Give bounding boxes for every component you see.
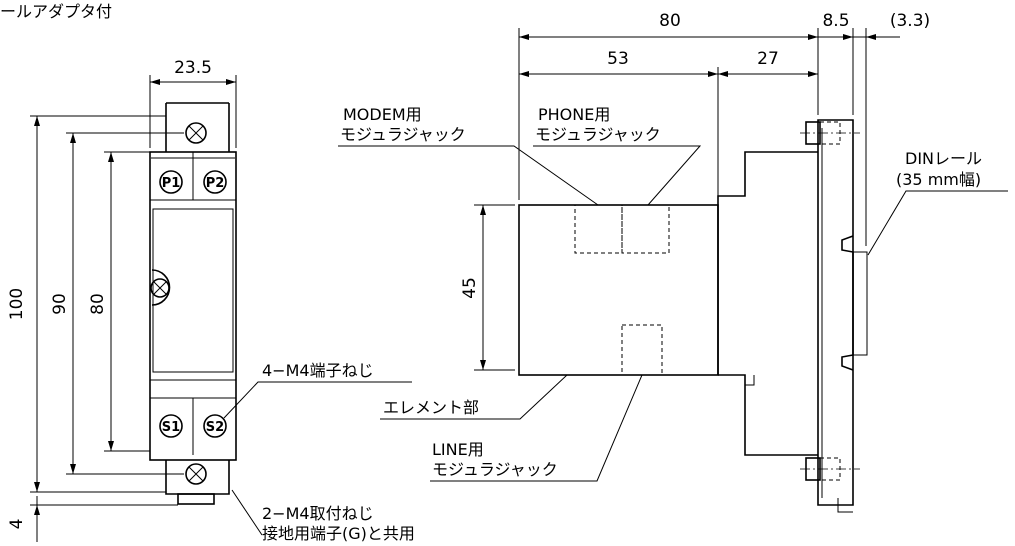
label-element: エレメント部 <box>383 398 479 417</box>
dim-53-value: 53 <box>607 49 629 69</box>
modem-jack-hidden <box>574 204 623 254</box>
dim-53-27-lines <box>519 67 818 200</box>
leader-din <box>867 190 1008 256</box>
dim-80-side-value: 80 <box>659 11 681 31</box>
line-jack-hidden <box>621 324 663 376</box>
terminal-s2-label: S2 <box>206 420 224 435</box>
label-mount-screw-2: 接地用端子(G)と共用 <box>262 524 415 542</box>
dim-27-arrow-right <box>808 71 818 77</box>
bottom-clip <box>177 493 215 505</box>
dim-100-arrow-top <box>34 116 40 126</box>
dim-8-5-arrow <box>843 34 853 40</box>
dim-53-arrow-right <box>708 71 718 77</box>
leader-mount-screw <box>231 489 263 536</box>
cover-screw-cross-icon <box>153 281 167 295</box>
dim-90-arrow-bottom <box>70 464 76 474</box>
label-modem-1: MODEM用 <box>343 105 422 124</box>
din-rail-clip <box>841 235 854 371</box>
dim-80-lines <box>104 151 150 452</box>
dim-100-value: 100 <box>7 288 27 320</box>
top-mount-tab <box>165 102 230 152</box>
dim-45-value: 45 <box>460 277 480 299</box>
top-screw-cross-icon <box>188 125 204 141</box>
dim-53-arrow-left <box>519 71 529 77</box>
leader-screw-terminal <box>223 381 412 419</box>
upper-terminal-block <box>150 152 236 201</box>
dim-45-lines <box>474 204 515 371</box>
dim-80-side-arrow-right <box>808 34 818 40</box>
label-mount-screw-1: 2−M4取付ねじ <box>262 504 374 523</box>
label-line-2: モジュラジャック <box>432 460 558 479</box>
dim-80-arrow-top <box>108 152 114 162</box>
dim-45-arrow-bottom <box>480 360 486 370</box>
leader-line <box>430 374 643 482</box>
dim-90-value: 90 <box>50 293 70 315</box>
dim-8-5-value: 8.5 <box>822 11 849 31</box>
dim-4-value: 4 <box>7 519 27 530</box>
rear-housing-top <box>717 151 818 205</box>
bottom-hook <box>837 498 853 513</box>
terminal-p1-icon <box>159 170 183 194</box>
terminal-s2-icon <box>203 414 227 438</box>
label-line-1: LINE用 <box>432 440 484 459</box>
leader-modem <box>338 145 599 206</box>
dim-width-arrow-left <box>150 79 160 85</box>
screw-centerlines <box>800 132 860 470</box>
terminal-p2-icon <box>203 170 227 194</box>
bottom-mount-tab <box>165 460 230 495</box>
terminal-p1-label: P1 <box>162 176 181 191</box>
front-body-divider <box>150 379 236 399</box>
dim-80-arrow-bottom <box>108 441 114 451</box>
label-din-1: DINレール <box>905 149 982 168</box>
label-phone-1: PHONE用 <box>538 105 610 124</box>
dim-100-lines <box>30 115 166 493</box>
rear-housing-step <box>744 375 755 386</box>
label-screw-terminal: 4−M4端子ねじ <box>262 361 374 380</box>
leader-element <box>380 374 568 420</box>
dim-27-value: 27 <box>757 49 779 69</box>
dim-27-arrow-left <box>718 71 728 77</box>
label-din-2: (35 mm幅) <box>896 170 981 189</box>
element-body <box>518 204 719 376</box>
dim-width-arrow-right <box>226 79 236 85</box>
dim-90-lines <box>66 132 184 475</box>
dim-width-lines <box>149 75 237 148</box>
dim-4-arrow <box>34 505 40 515</box>
dim-45-arrow-top <box>480 205 486 215</box>
phone-jack-hidden <box>621 204 670 254</box>
front-view: P1 P2 S1 S2 23.5 100 90 <box>7 58 415 543</box>
dim-100-arrow-bottom <box>34 482 40 492</box>
terminal-s1-label: S1 <box>162 420 180 435</box>
leader-phone <box>533 145 702 206</box>
header-caption: ールアダプタ付 <box>0 2 112 21</box>
dim-80-value: 80 <box>88 293 108 315</box>
dim-width-value: 23.5 <box>174 58 212 78</box>
bottom-screw-icon <box>185 463 207 485</box>
label-phone-2: モジュラジャック <box>535 125 661 144</box>
dim-80-side-arrow-left <box>519 34 529 40</box>
dim-3-3-arrow <box>866 34 876 40</box>
top-screw-icon <box>185 122 207 144</box>
terminal-p2-label: P2 <box>206 176 225 191</box>
din-rail-profile <box>852 251 868 356</box>
side-view: 80 8.5 (3.3) 53 27 45 MODEM用 モジュラジャック PH… <box>338 11 1008 513</box>
dim-4-lines <box>30 496 178 542</box>
rear-housing-bottom <box>718 374 818 456</box>
label-modem-2: モジュラジャック <box>340 125 466 144</box>
dim-8-5-lines <box>818 28 900 246</box>
cover-screw-icon <box>150 278 170 298</box>
din-adapter-plate <box>817 119 854 506</box>
bottom-screw-cross-icon <box>188 466 204 482</box>
dim-80-side-lines <box>518 28 819 200</box>
terminal-s1-icon <box>159 414 183 438</box>
front-cover-window <box>152 208 234 373</box>
dim-3-3-value: (3.3) <box>890 11 930 31</box>
dim-90-arrow-top <box>70 133 76 143</box>
